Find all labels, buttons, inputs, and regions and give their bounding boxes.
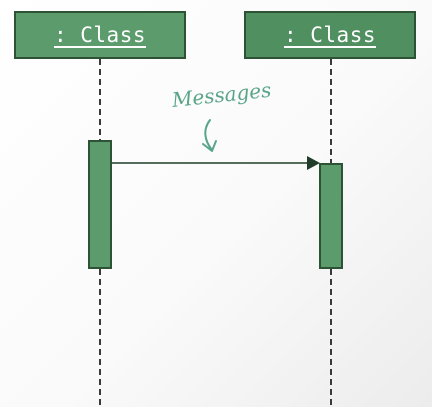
curved-arrow-icon (202, 119, 217, 152)
class-label-left: : Class (53, 23, 146, 47)
activation-bar-left[interactable] (88, 140, 112, 269)
class-label-right: : Class (283, 23, 376, 47)
message-label: Messages (170, 77, 273, 112)
activation-bar-right[interactable] (319, 163, 343, 269)
class-box-left[interactable]: : Class (14, 11, 186, 59)
class-box-right[interactable]: : Class (244, 11, 416, 59)
